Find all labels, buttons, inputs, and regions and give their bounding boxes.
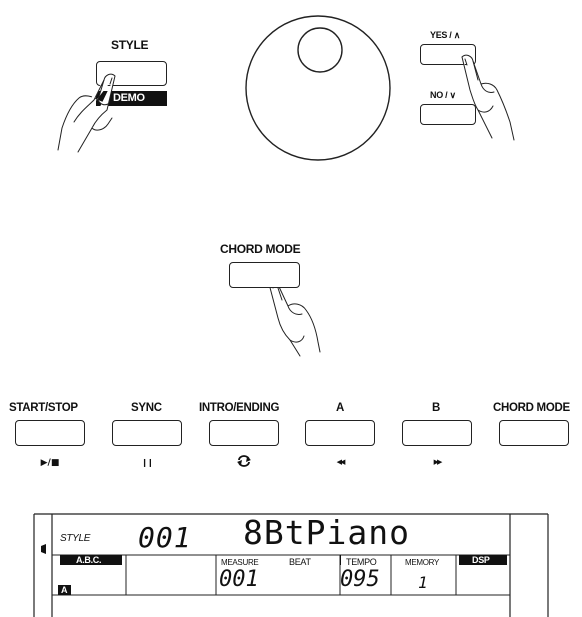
- lcd-style-number: 001: [138, 521, 192, 554]
- lcd-dsp-label: DSP: [472, 555, 490, 565]
- lcd-abc-label: A.B.C.: [76, 555, 101, 565]
- lcd-a-badge: A: [61, 585, 67, 595]
- lcd-memory-value: 1: [418, 573, 428, 592]
- lcd-style-label: STYLE: [60, 533, 90, 544]
- lcd-measure-value: 001: [219, 567, 259, 592]
- lcd-tempo-value: 095: [340, 567, 380, 592]
- lcd-beat-label: BEAT: [289, 557, 311, 567]
- lcd-style-name: 8BtPiano: [243, 513, 410, 552]
- lcd-memory-label: MEMORY: [405, 558, 439, 567]
- lcd-measure-label: MEASURE: [221, 558, 258, 567]
- lcd-tempo-label: TEMPO: [346, 557, 377, 567]
